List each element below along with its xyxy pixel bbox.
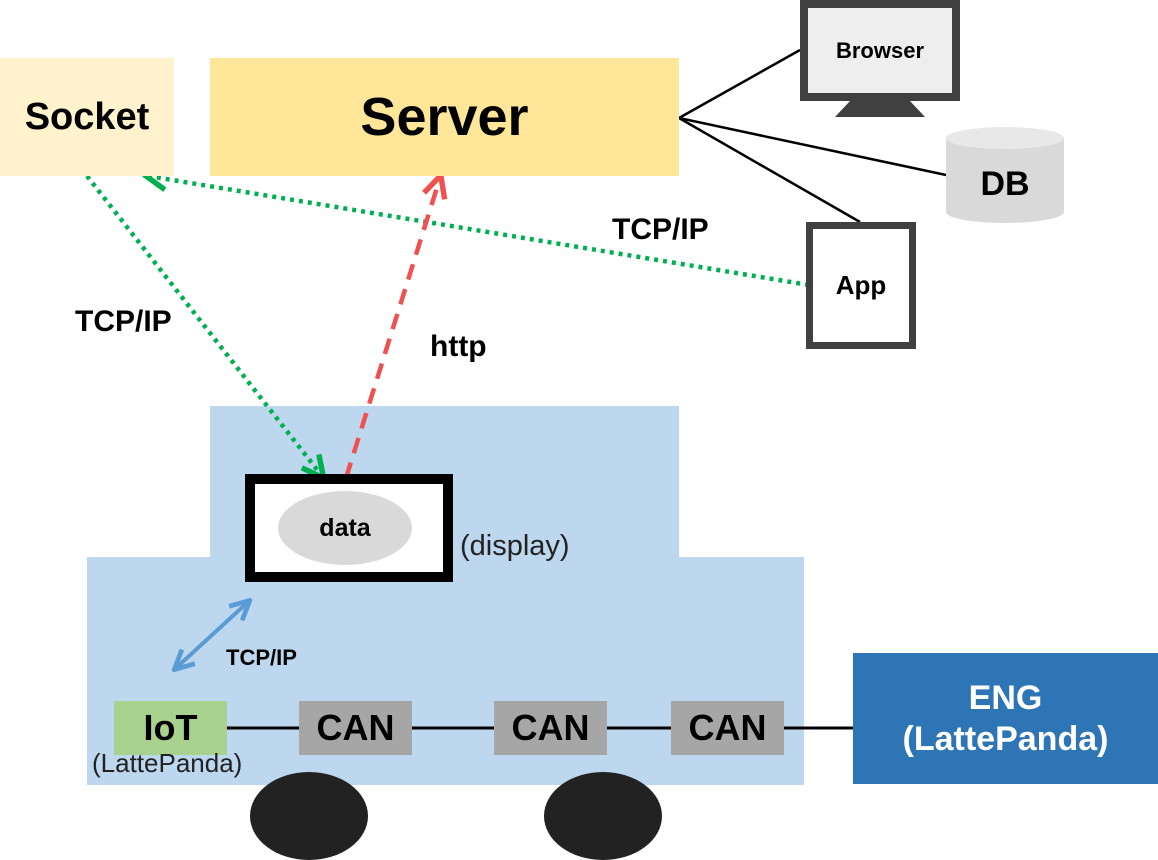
can-node-3: CAN — [671, 701, 784, 755]
tcp-label-iot-display: TCP/IP — [226, 645, 297, 670]
data-node: data — [278, 491, 412, 565]
db-label: DB — [980, 164, 1030, 203]
server-db-line — [678, 116, 947, 177]
tcp-arrow-socket-display — [85, 174, 322, 476]
display-label: (display) — [460, 530, 570, 562]
eng-node: ENG (LattePanda) — [853, 653, 1158, 784]
tcp-label-socket-display: TCP/IP — [75, 305, 172, 338]
tcp-label-app-socket: TCP/IP — [612, 213, 709, 246]
browser-label: Browser — [808, 8, 952, 93]
eng-subtitle: (LattePanda) — [902, 719, 1109, 758]
server-browser-line — [678, 48, 801, 120]
wheel-front — [250, 772, 368, 860]
server-node: Server — [210, 58, 679, 176]
browser-monitor: Browser — [800, 0, 960, 101]
server-app-line — [678, 116, 861, 224]
can-node-2: CAN — [494, 701, 607, 755]
db-cylinder — [946, 127, 1064, 223]
iot-sublabel: (LattePanda) — [92, 748, 243, 778]
wheel-rear — [544, 772, 662, 860]
eng-title: ENG — [968, 678, 1043, 717]
app-node: App — [806, 222, 916, 349]
monitor-stand — [835, 101, 925, 117]
iot-node: IoT — [114, 701, 227, 755]
tcp-arrow-app-socket — [148, 176, 810, 288]
http-label: http — [430, 330, 487, 363]
can-node-1: CAN — [299, 701, 412, 755]
http-arrow-display-server — [343, 178, 440, 479]
socket-node: Socket — [0, 58, 174, 176]
tcp-arrow-iot-display — [176, 602, 248, 668]
